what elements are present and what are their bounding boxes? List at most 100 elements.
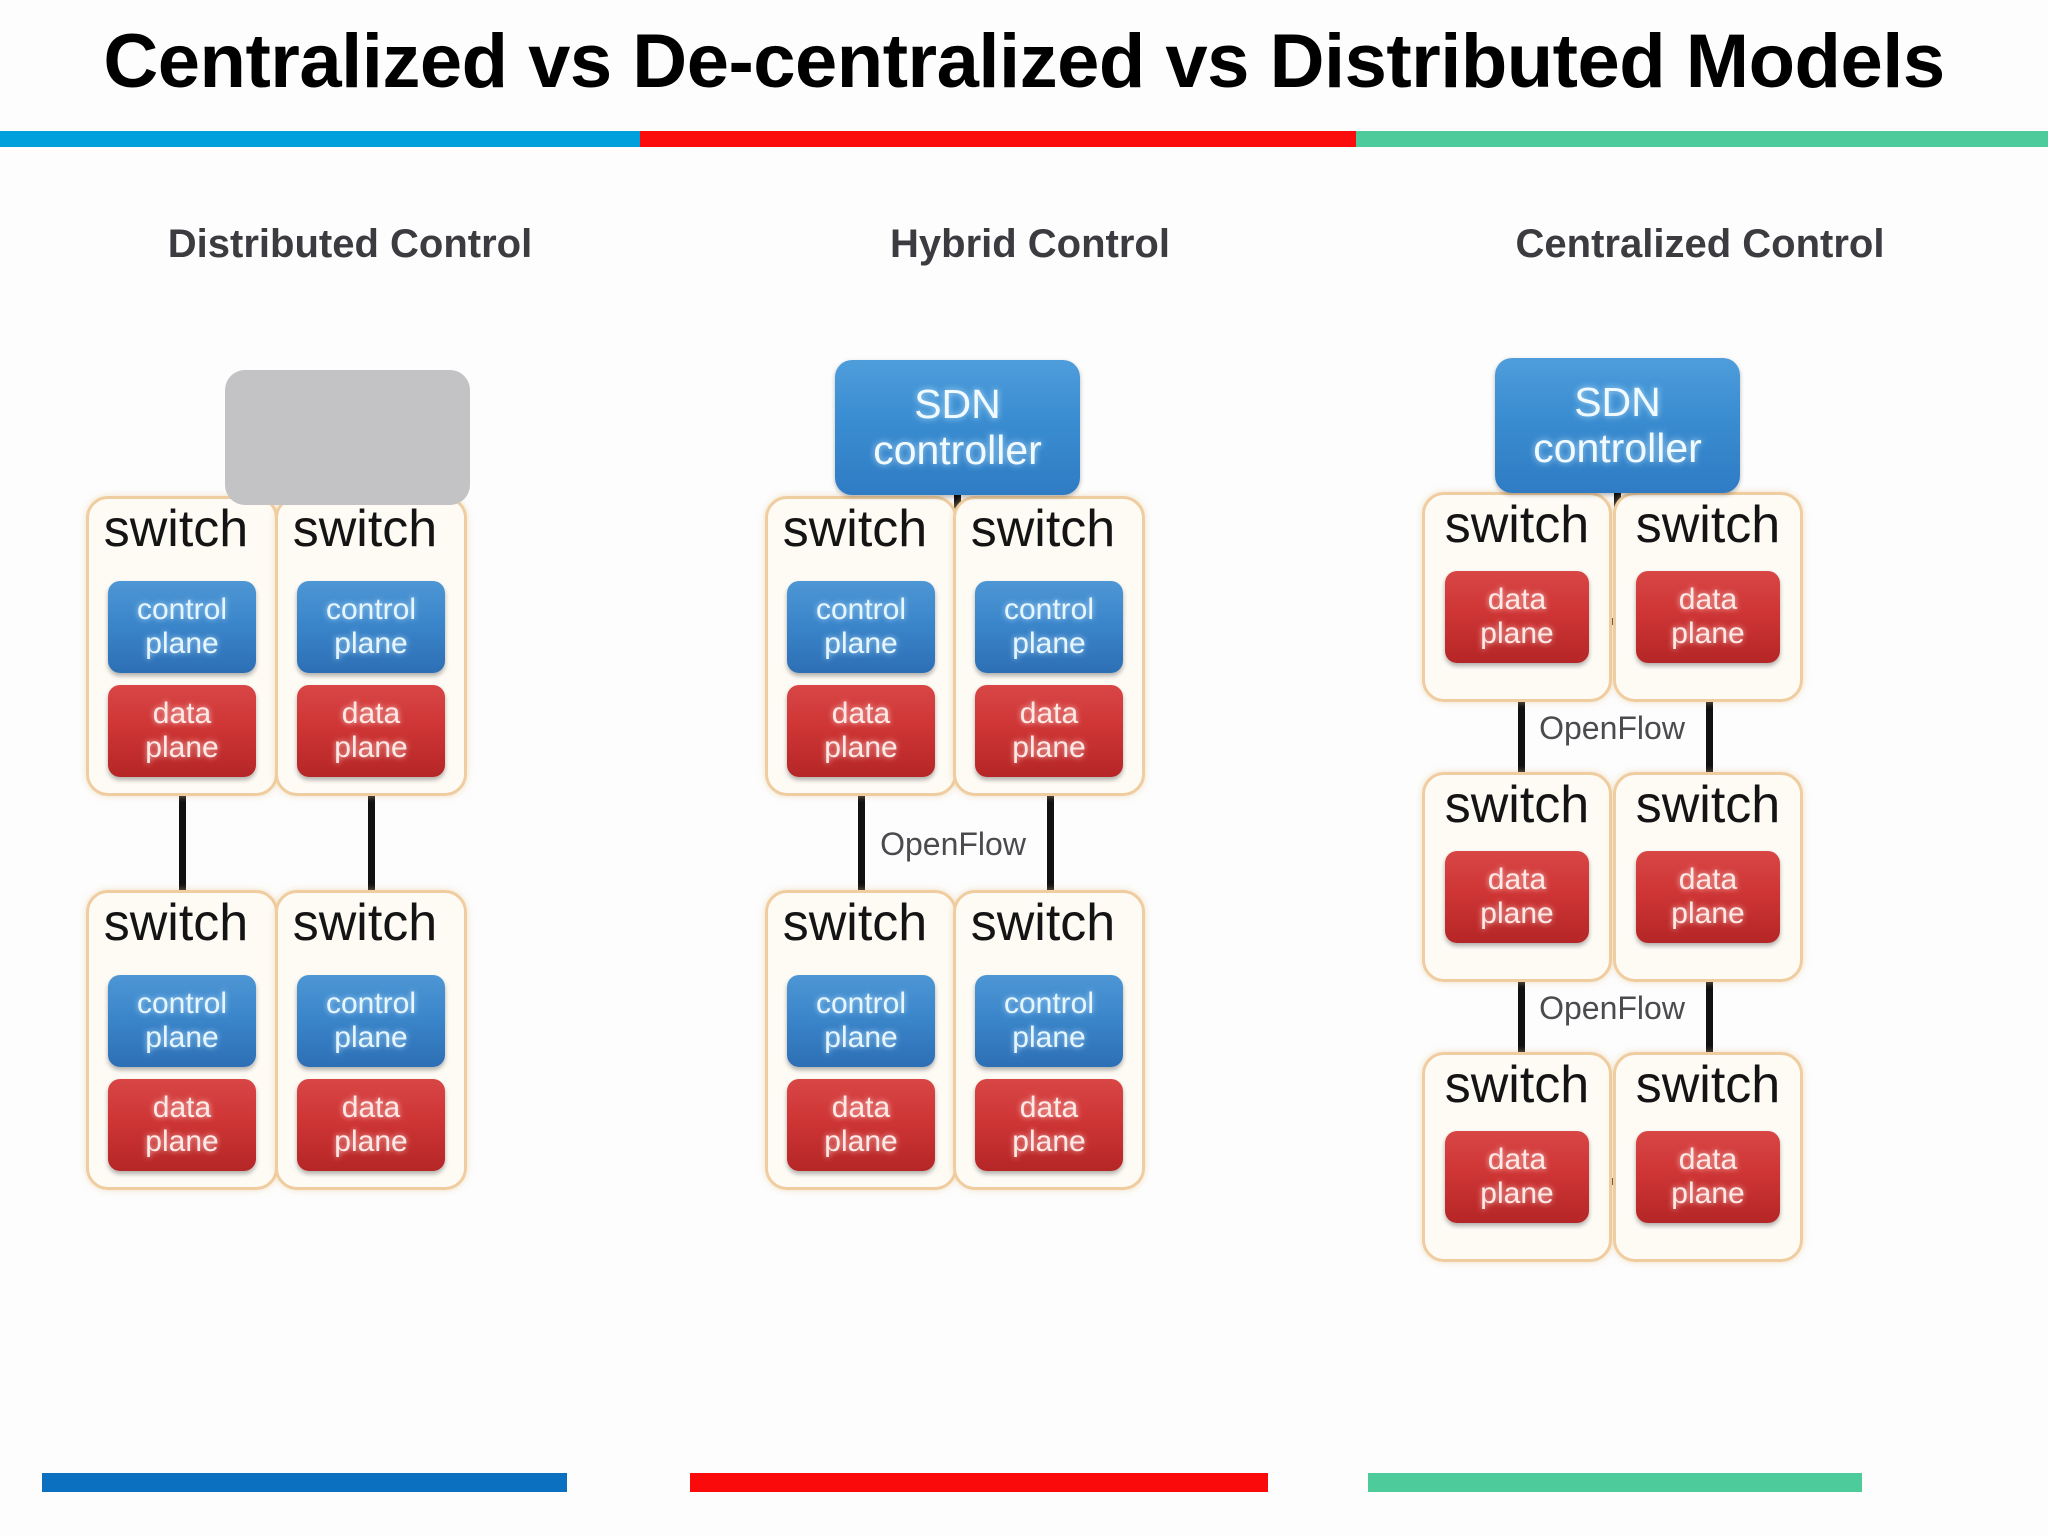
control-plane-block: control plane <box>297 975 445 1067</box>
control-plane-line2: plane <box>824 627 898 660</box>
data-plane-line2: plane <box>1480 897 1554 930</box>
switch-label: switch <box>1444 496 1590 554</box>
link-vertical <box>1518 982 1525 1054</box>
data-plane-line1: data <box>831 696 891 730</box>
data-plane-block: data plane <box>297 1079 445 1171</box>
switch-label: switch <box>1635 496 1781 554</box>
control-plane-line1: control <box>815 592 907 626</box>
switch-box[interactable]: switch control plane data plane <box>275 890 467 1190</box>
data-plane-line2: plane <box>1671 617 1745 650</box>
sdn-controller-line1: SDN <box>914 380 1001 427</box>
switch-label: switch <box>970 894 1116 952</box>
data-plane-block: data plane <box>1445 1131 1589 1223</box>
link-vertical <box>179 796 186 894</box>
switch-box[interactable]: switch control plane data plane <box>765 496 957 796</box>
switch-box[interactable]: switch control plane data plane <box>275 496 467 796</box>
data-plane-block: data plane <box>108 1079 256 1171</box>
link-vertical <box>1518 702 1525 774</box>
controller-placeholder-box <box>225 370 470 505</box>
sdn-controller-line2: controller <box>1533 424 1702 471</box>
switch-label: switch <box>1635 776 1781 834</box>
data-plane-line1: data <box>1487 862 1547 896</box>
data-plane-line1: data <box>1487 582 1547 616</box>
control-plane-line2: plane <box>1012 1021 1086 1054</box>
bottom-bar-green <box>1368 1473 1862 1492</box>
switch-label: switch <box>103 500 249 558</box>
switch-box[interactable]: switch data plane <box>1613 772 1803 982</box>
sdn-controller-box[interactable]: SDN controller <box>835 360 1080 495</box>
switch-box[interactable]: switch data plane <box>1422 492 1612 702</box>
top-rule-segment-blue <box>0 131 640 147</box>
switch-label: switch <box>1444 776 1590 834</box>
sdn-controller-line1: SDN <box>1574 378 1661 425</box>
data-plane-line2: plane <box>1012 1125 1086 1158</box>
column-title-centralized: Centralized Control <box>1515 222 1885 266</box>
data-plane-line2: plane <box>824 731 898 764</box>
data-plane-line2: plane <box>824 1125 898 1158</box>
link-vertical <box>1706 702 1713 774</box>
control-plane-block: control plane <box>975 581 1123 673</box>
openflow-label: OpenFlow <box>880 826 1026 862</box>
data-plane-line2: plane <box>1012 731 1086 764</box>
control-plane-block: control plane <box>787 975 935 1067</box>
column-hybrid-control: Hybrid Control SDN controller switch con… <box>740 160 1320 1260</box>
switch-label: switch <box>782 500 928 558</box>
top-rule-segment-green <box>1356 131 2048 147</box>
switch-box[interactable]: switch data plane <box>1613 1052 1803 1262</box>
data-plane-block: data plane <box>108 685 256 777</box>
data-plane-line1: data <box>341 696 401 730</box>
data-plane-line1: data <box>1019 1090 1079 1124</box>
data-plane-line2: plane <box>1480 617 1554 650</box>
control-plane-line1: control <box>815 986 907 1020</box>
data-plane-line2: plane <box>334 1125 408 1158</box>
switch-box[interactable]: switch control plane data plane <box>86 496 278 796</box>
switch-box[interactable]: switch data plane <box>1422 1052 1612 1262</box>
openflow-label: OpenFlow <box>1539 990 1685 1026</box>
switch-box[interactable]: switch control plane data plane <box>86 890 278 1190</box>
bottom-bar-red <box>690 1473 1268 1492</box>
control-plane-block: control plane <box>787 581 935 673</box>
switch-box[interactable]: switch control plane data plane <box>765 890 957 1190</box>
switch-box[interactable]: switch data plane <box>1613 492 1803 702</box>
switch-label: switch <box>782 894 928 952</box>
data-plane-line1: data <box>831 1090 891 1124</box>
switch-box[interactable]: switch control plane data plane <box>953 496 1145 796</box>
control-plane-line2: plane <box>1012 627 1086 660</box>
data-plane-block: data plane <box>1636 1131 1780 1223</box>
control-plane-line1: control <box>136 986 228 1020</box>
switch-label: switch <box>292 894 438 952</box>
switch-label: switch <box>103 894 249 952</box>
control-plane-block: control plane <box>108 581 256 673</box>
data-plane-block: data plane <box>787 1079 935 1171</box>
data-plane-block: data plane <box>975 685 1123 777</box>
switch-label: switch <box>292 500 438 558</box>
top-accent-rule <box>0 131 2048 147</box>
control-plane-line2: plane <box>145 627 219 660</box>
data-plane-block: data plane <box>297 685 445 777</box>
sdn-controller-box[interactable]: SDN controller <box>1495 358 1740 493</box>
column-distributed-control: Distributed Control switch control plane… <box>60 160 640 1260</box>
data-plane-block: data plane <box>975 1079 1123 1171</box>
page-title: Centralized vs De-centralized vs Distrib… <box>103 19 1945 104</box>
link-vertical <box>1047 796 1054 894</box>
data-plane-line1: data <box>1487 1142 1547 1176</box>
control-plane-block: control plane <box>108 975 256 1067</box>
bottom-bar-blue <box>42 1473 567 1492</box>
link-vertical <box>1706 982 1713 1054</box>
control-plane-line2: plane <box>334 627 408 660</box>
switch-box[interactable]: switch control plane data plane <box>953 890 1145 1190</box>
data-plane-line2: plane <box>145 731 219 764</box>
column-title-distributed: Distributed Control <box>167 222 533 266</box>
switch-label: switch <box>1635 1056 1781 1114</box>
control-plane-line1: control <box>325 592 417 626</box>
data-plane-line1: data <box>1678 1142 1738 1176</box>
data-plane-line2: plane <box>1671 1177 1745 1210</box>
data-plane-block: data plane <box>1445 571 1589 663</box>
switch-box[interactable]: switch data plane <box>1422 772 1612 982</box>
data-plane-line1: data <box>152 696 212 730</box>
control-plane-line1: control <box>1003 986 1095 1020</box>
column-centralized-control: Centralized Control SDN controller switc… <box>1400 160 2000 1262</box>
openflow-label: OpenFlow <box>1539 710 1685 746</box>
link-vertical <box>858 796 865 894</box>
